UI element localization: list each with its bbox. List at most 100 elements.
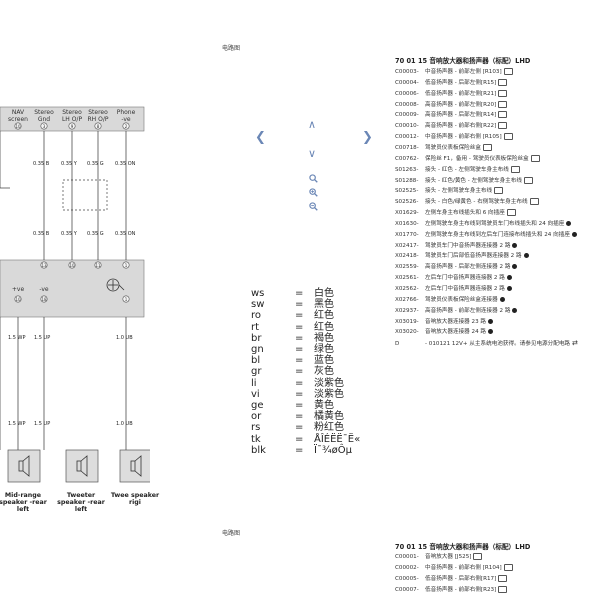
camera-icon[interactable] [498, 78, 508, 86]
component-desc: 高音扬声器 - 前部左侧[R20] [425, 101, 497, 108]
list-item[interactable]: C00004-低音扬声器 - 后部左侧[R15] [395, 78, 508, 88]
component-code: C00005- [395, 575, 419, 582]
tag-icon[interactable] [571, 231, 577, 237]
legend-code: rs [251, 422, 261, 434]
list-item[interactable]: C00006-低音扬声器 - 前部左侧[R21] [395, 89, 508, 99]
legend-eq: = [295, 422, 304, 434]
list-item[interactable]: X02559-高音扬声器 - 后部左侧连接器 2 路 [395, 262, 518, 272]
list-item[interactable]: S02525-接头 - 左侧驾驶车身主布线 [395, 186, 504, 196]
list-item[interactable]: X01630-左侧驾驶车身主布线到驾驶员车门布线插头和 24 向插座 [395, 219, 572, 229]
camera-icon[interactable] [523, 176, 533, 184]
pin-circle [68, 261, 76, 269]
camera-icon[interactable] [529, 198, 539, 206]
tag-icon[interactable] [523, 253, 529, 259]
tag-icon[interactable] [506, 275, 512, 281]
camera-icon[interactable] [473, 553, 483, 560]
list-item[interactable]: D- 010121 12V+ 从主系统电池获得。请参见电源分配电路⇄ [395, 338, 578, 348]
component-desc: 高音扬声器 - 后部左侧[R14] [425, 112, 497, 119]
tag-icon[interactable] [512, 242, 518, 248]
speaker-icon [119, 449, 150, 483]
list-item[interactable]: X02561-左后车门中音扬声器连接器 2 路 [395, 273, 512, 283]
list-item[interactable]: X02562-左后车门中音扬声器连接器 2 路 [395, 284, 512, 294]
camera-icon[interactable] [498, 122, 508, 130]
list-item[interactable]: X01770-左侧驾驶车身主布线到左后车门连接布线插头和 24 向插座 [395, 230, 577, 240]
zoom-out-icon[interactable] [309, 202, 318, 211]
list-item[interactable]: C00010-高音扬声器 - 前部右侧[R22] [395, 121, 508, 131]
tag-icon[interactable] [488, 318, 494, 324]
camera-icon[interactable] [498, 585, 508, 593]
wire-label: 1.5 UP [34, 421, 50, 427]
camera-icon[interactable] [494, 187, 504, 195]
component-code: X02937- [395, 307, 419, 314]
camera-icon[interactable] [498, 89, 508, 97]
component-desc: 低音扬声器 - 后部右侧[R17] [425, 575, 497, 582]
component-code: C00762- [395, 155, 419, 162]
list-item[interactable]: X02418-驾驶员车门后部低音扬声器连接器 2 路 [395, 251, 529, 261]
camera-icon[interactable] [506, 209, 516, 217]
list-item[interactable]: S01263-接头 - 红色 - 左侧驾驶车身主布线 [395, 165, 520, 175]
camera-icon[interactable] [482, 143, 492, 151]
list-item[interactable]: X02937- 高音扬声器 - 前部左侧连接器 2 路 [395, 306, 518, 316]
camera-icon[interactable] [510, 165, 520, 173]
zoom-in-icon[interactable] [309, 188, 318, 197]
camera-icon[interactable] [503, 563, 513, 571]
list-item[interactable]: C00009-高音扬声器 - 后部左侧[R14] [395, 110, 508, 120]
camera-icon[interactable] [498, 574, 508, 582]
list-item[interactable]: C00002-中音扬声器 - 前部右侧 [R104] [395, 563, 513, 573]
list-item[interactable]: C00005- 低音扬声器 - 后部右侧[R17] [395, 574, 508, 584]
tag-icon[interactable] [499, 296, 505, 302]
list-item[interactable]: C00762-保险丝 F1，备用 - 驾驶员仪表板保险丝盒 [395, 154, 540, 164]
legend-code: ro [251, 310, 262, 322]
list-item[interactable]: X03019-音响放大器连接器 23 路 [395, 317, 494, 327]
legend-code: ws [251, 288, 265, 299]
tag-icon[interactable] [512, 264, 518, 270]
list-item[interactable]: X02766-驾驶员仪表板保险丝盒连接器 [395, 295, 505, 305]
legend-val: 黄色 [314, 400, 334, 411]
chevron-down-icon[interactable]: ∨ [308, 147, 317, 160]
list-item[interactable]: C00003-中音扬声器 - 前部左侧 [R103] [395, 67, 513, 77]
list-title: 70 01 15 音响放大器和扬声器（标配）LHD [395, 57, 531, 65]
component-code: X02417- [395, 242, 419, 249]
arrows-icon[interactable]: ⇄ [572, 339, 578, 348]
component-code: X03019- [395, 318, 419, 325]
chevron-left-icon[interactable]: ❮ [255, 130, 266, 145]
pin-number: 2 [125, 124, 128, 129]
list-item[interactable]: S01288-接头 - 红色/黄色 - 左侧驾驶车身主布线 [395, 176, 533, 186]
list-item[interactable]: C00001-音响放大器 [J525] [395, 552, 483, 562]
list-item[interactable]: C00008-高音扬声器 - 前部左侧[R20] [395, 100, 508, 110]
component-desc: 左侧驾驶车身主布线到左后车门连接布线插头和 24 向插座 [425, 231, 570, 238]
chevron-right-icon[interactable]: ❯ [362, 130, 373, 145]
list-item[interactable]: C00007-低音扬声器 - 前部右侧[R23] [395, 585, 508, 595]
legend-val: Ï¯¾øÔµ [314, 444, 352, 456]
list-item[interactable]: C00012-中音扬声器 - 前部右侧 [R105] [395, 132, 513, 142]
legend-code: br [251, 332, 262, 344]
legend-eq: = [295, 400, 304, 411]
page-tag-diagram-bottom: 电路图 [222, 530, 241, 537]
list-item[interactable]: S02526-接头 - 白色/绿黄色 - 右侧驾驶车身主布线 [395, 197, 539, 207]
component-desc: 高音扬声器 - 前部左侧连接器 2 路 [425, 307, 511, 314]
pin-circle [94, 261, 102, 269]
camera-icon[interactable] [498, 100, 508, 108]
component-desc: 低音扬声器 - 前部右侧[R23] [425, 586, 497, 593]
tag-icon[interactable] [506, 286, 512, 291]
legend-eq: = [295, 366, 304, 378]
list-item[interactable]: X03020-音响放大器连接器 24 路 [395, 327, 494, 337]
camera-icon[interactable] [530, 154, 540, 162]
camera-icon[interactable] [498, 111, 508, 119]
legend-code: ge [251, 400, 264, 411]
page-tag-diagram: 电路图 [222, 45, 241, 52]
camera-icon[interactable] [503, 68, 513, 75]
pin-number: 1 [125, 263, 128, 268]
tag-icon[interactable] [566, 220, 572, 226]
tag-icon[interactable] [512, 307, 518, 313]
list-item[interactable]: X02417-驾驶员车门中音扬声器连接器 2 路 [395, 241, 518, 251]
speaker-icon [7, 449, 41, 483]
camera-icon[interactable] [503, 133, 513, 141]
legend-val: 灰色 [314, 366, 334, 378]
zoom-icon[interactable] [309, 174, 318, 183]
component-desc: 左后车门中音扬声器连接器 2 路 [425, 275, 505, 282]
list-item[interactable]: X01629-左侧车身主布线插头和 6 向插座 [395, 208, 516, 218]
tag-icon[interactable] [488, 329, 494, 335]
chevron-up-icon[interactable]: ∧ [308, 118, 317, 131]
list-item[interactable]: C00718-驾驶员仪表板保险丝盒 [395, 143, 492, 153]
